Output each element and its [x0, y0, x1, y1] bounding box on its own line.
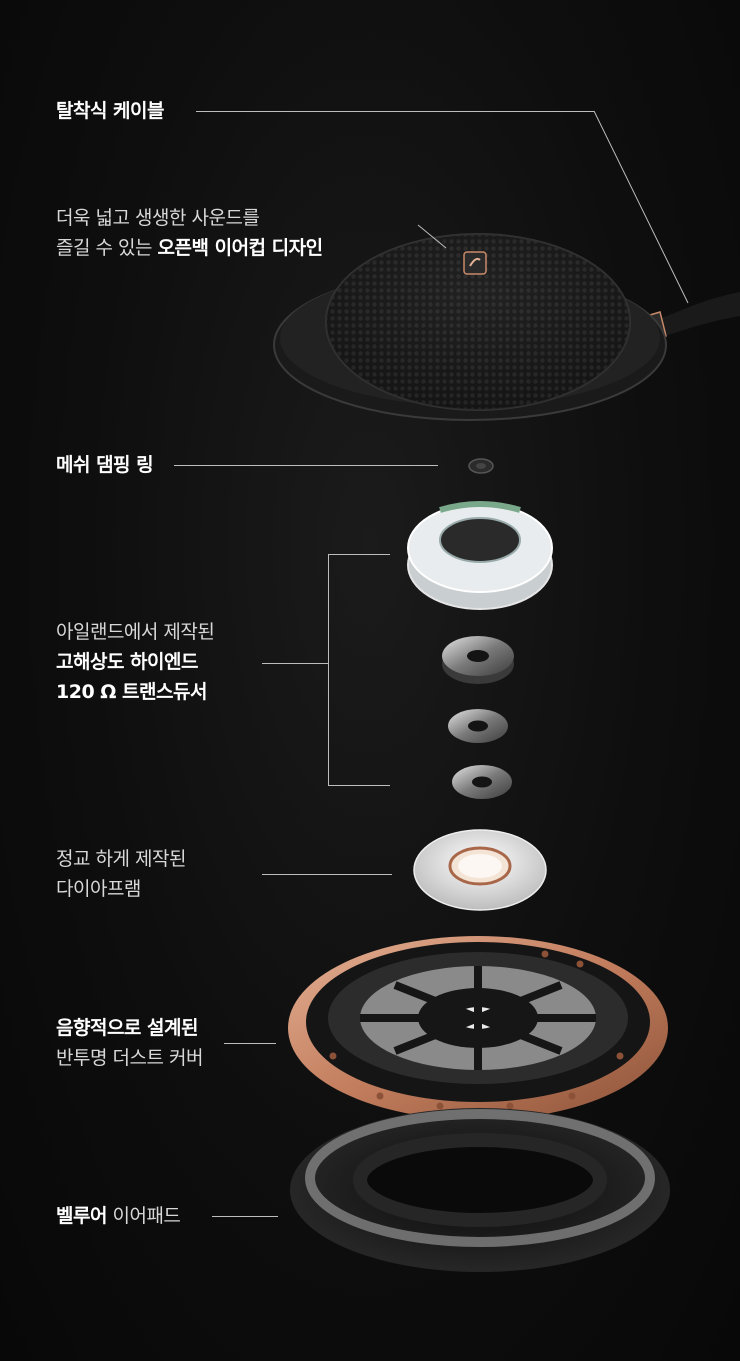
label-text: 탈착식 케이블: [56, 100, 165, 122]
sennheiser-logo-icon: [463, 251, 487, 275]
label-detachable-cable: 탈착식 케이블: [56, 96, 165, 126]
leader-mesh: [174, 465, 438, 466]
label-line: 120 Ω 트랜스듀서: [56, 677, 214, 707]
label-dust-cover: 음향적으로 설계된 반투명 더스트 커버: [56, 1013, 203, 1073]
label-line: 즐길 수 있는 오픈백 이어컵 디자인: [56, 233, 323, 263]
label-mesh-damping-ring: 메쉬 댐핑 링: [56, 450, 154, 480]
label-text: 이어패드: [106, 1205, 181, 1227]
leader-cover: [224, 1043, 276, 1044]
diaphragm: [413, 829, 547, 911]
magnet-large: [442, 636, 514, 684]
label-text-bold: 벨루어: [56, 1205, 107, 1227]
magnet-medium: [448, 709, 508, 743]
label-line: 반투명 더스트 커버: [56, 1047, 203, 1069]
label-line: 고해상도 하이엔드: [56, 647, 214, 677]
earpad: [290, 1108, 670, 1272]
cable: [650, 292, 740, 340]
label-text-bold: 음향적으로 설계된: [56, 1017, 198, 1039]
label-transducer: 아일랜드에서 제작된 고해상도 하이엔드 120 Ω 트랜스듀서: [56, 617, 215, 707]
label-line: 음향적으로 설계된: [56, 1013, 203, 1043]
label-text-bold: 고해상도 하이엔드: [56, 651, 198, 673]
label-openback-design: 더욱 넓고 생생한 사운드를 즐길 수 있는 오픈백 이어컵 디자인: [56, 203, 323, 263]
label-text-bold: 오픈백 이어컵 디자인: [157, 237, 324, 259]
label-velour-earpad: 벨루어 이어패드: [56, 1201, 181, 1231]
label-text-bold: 120 Ω 트랜스듀서: [56, 681, 207, 703]
magnet-small: [452, 765, 512, 799]
leader-transducer-bottom: [328, 785, 390, 786]
leader-transducer-h: [262, 663, 328, 664]
leader-cable-h: [196, 111, 594, 112]
label-line: 다이아프램: [56, 878, 141, 900]
label-diaphragm: 정교 하게 제작된 다이아프램: [56, 844, 186, 904]
leader-transducer-top: [328, 554, 390, 555]
leader-transducer-v: [328, 554, 329, 786]
dust-cover: [288, 936, 668, 1120]
transducer-housing: [407, 501, 553, 610]
leader-diaphragm: [262, 874, 392, 875]
label-text: 메쉬 댐핑 링: [56, 454, 154, 476]
leader-earpad: [212, 1216, 278, 1217]
label-line: 정교 하게 제작된: [56, 848, 186, 870]
label-line: 아일랜드에서 제작된: [56, 621, 215, 643]
label-text: 즐길 수 있는: [56, 237, 158, 259]
label-line: 더욱 넓고 생생한 사운드를: [56, 207, 260, 229]
